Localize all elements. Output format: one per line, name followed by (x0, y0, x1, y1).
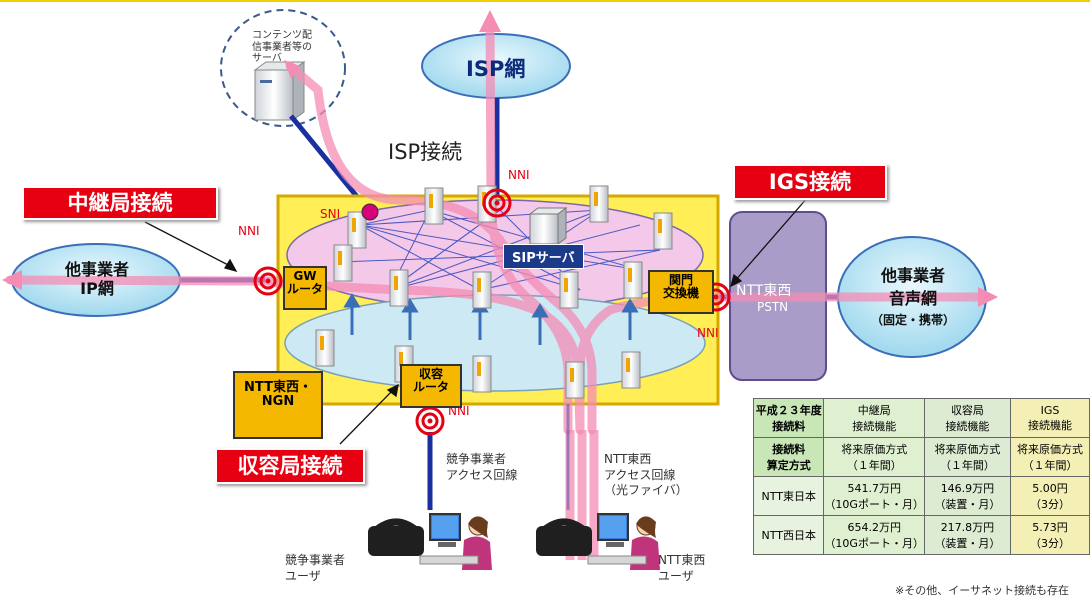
accommodation-connection-label: 収容局接続 (215, 448, 365, 484)
nni-target-icons (253, 188, 731, 436)
other-ip-net-label: 他事業者 IP網 (64, 260, 129, 299)
sip-server-icon (528, 207, 568, 245)
ntt-ngn-label: NTT東西・ NGN (233, 371, 323, 439)
competitor-user-icon (368, 513, 492, 570)
table-cell: 654.2万円 （10Gポート・月） (823, 515, 925, 555)
table-row: NTT東日本 541.7万円 （10Gポート・月） 146.9万円 （装置・月）… (752, 476, 1090, 516)
nni-label-isp: NNI (508, 168, 530, 182)
isp-net-label: ISP網 (466, 57, 526, 81)
content-server-label: コンテンツ配信事業者等のサーバ (252, 30, 312, 64)
competitor-access-label: 競争事業者 アクセス回線 (446, 452, 518, 482)
table-cell: 217.8万円 （装置・月） (923, 515, 1011, 555)
other-voice-net-label-1: 他事業者 (880, 266, 945, 285)
accommodation-router-label: 収容 ルータ (400, 364, 462, 408)
table-cell: NTT東日本 (752, 476, 825, 516)
competitor-user-label: 競争事業者 ユーザ (285, 553, 346, 583)
nni-label-transit: NNI (238, 224, 260, 238)
ntt-user-icon (536, 513, 660, 570)
sip-server-label: SIPサーバ (503, 244, 584, 269)
table-cell: 接続料 算定方式 (752, 437, 825, 477)
router-icons (315, 185, 673, 399)
table-cell: 146.9万円 （装置・月） (923, 476, 1011, 516)
table-cell: IGS 接続機能 (1009, 398, 1090, 438)
table-cell: 将来原価方式 （１年間） (923, 437, 1011, 477)
ntt-user-label: NTT東西 ユーザ (658, 553, 706, 583)
table-cell: 収容局 接続機能 (923, 398, 1011, 438)
table-cell: 541.7万円 （10Gポート・月） (823, 476, 925, 516)
table-cell: 5.00円 （3分） (1009, 476, 1090, 516)
other-voice-net-label-2: 音声網 (888, 289, 937, 308)
table-cell: 中継局 接続機能 (823, 398, 925, 438)
table-row: NTT西日本 654.2万円 （10Gポート・月） 217.8万円 （装置・月）… (752, 515, 1090, 555)
gateway-switch-label: 関門 交換機 (648, 270, 714, 314)
sni-label: SNI (320, 207, 341, 221)
ntt-pstn-label-1: NTT東西 (736, 283, 792, 299)
server-icon (253, 61, 306, 121)
gw-router-label: GW ルータ (283, 266, 327, 310)
table-row: 平成２３年度 接続料 中継局 接続機能 収容局 接続機能 IGS 接続機能 (752, 398, 1090, 438)
content-server-zone (220, 9, 346, 127)
table-row: 接続料 算定方式 将来原価方式 （１年間） 将来原価方式 （１年間） 将来原価方… (752, 437, 1090, 477)
igs-connection-label: IGS接続 (733, 164, 887, 200)
table-cell: 5.73円 （3分） (1009, 515, 1090, 555)
nni-label-igs: NNI (697, 326, 719, 340)
table-cell: 将来原価方式 （１年間） (1009, 437, 1090, 477)
ntt-access-label: NTT東西 アクセス回線 （光ファイバ） (604, 452, 688, 498)
interconnection-fee-table: 平成２３年度 接続料 中継局 接続機能 収容局 接続機能 IGS 接続機能 接続… (752, 398, 1090, 555)
table-cell: NTT西日本 (752, 515, 825, 555)
table-cell: 将来原価方式 （１年間） (823, 437, 925, 477)
isp-connection-label: ISP接続 (388, 140, 463, 164)
table-cell: 平成２３年度 接続料 (752, 398, 825, 438)
sni-dot-icon (361, 203, 379, 221)
ntt-pstn-label-2: PSTN (757, 300, 789, 314)
other-voice-net-label-3: （固定・携帯） (870, 313, 955, 327)
footnote: ※その他、イーサネット接続も存在 (895, 584, 1069, 597)
transit-connection-label: 中継局接続 (22, 186, 218, 220)
